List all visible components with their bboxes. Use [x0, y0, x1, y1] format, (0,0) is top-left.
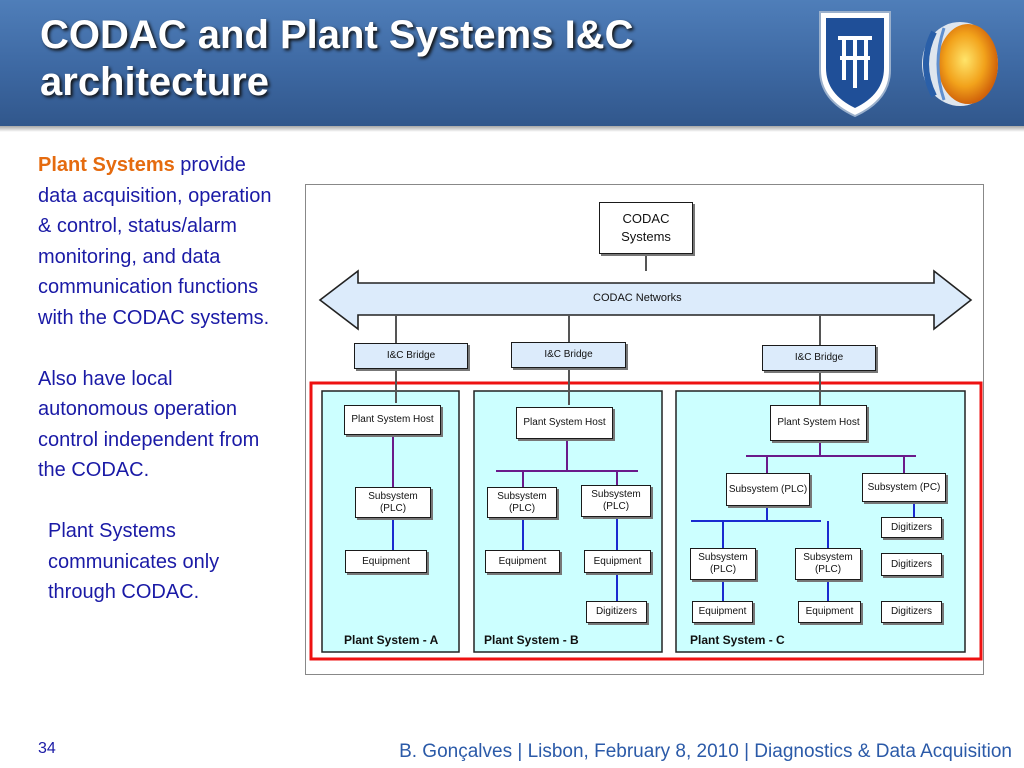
plant-b-subsystem-plc-2: Subsystem (PLC) — [581, 485, 651, 517]
paragraph-plant-systems: Plant Systems provide data acquisition, … — [38, 150, 278, 334]
plant-c-digitizers-1: Digitizers — [881, 517, 942, 538]
plant-c-equipment-1: Equipment — [692, 601, 753, 623]
paragraph-communication: Plant Systems communicates only through … — [48, 519, 220, 604]
plant-c-equipment-2: Equipment — [798, 601, 861, 623]
plant-system-a-label: Plant System - A — [344, 633, 439, 647]
title-banner: CODAC and Plant Systems I&C architecture — [0, 0, 1024, 132]
plant-a-subsystem-plc: Subsystem (PLC) — [355, 487, 431, 518]
plant-b-equipment-1: Equipment — [485, 550, 560, 573]
page-number: 34 — [38, 740, 56, 757]
ist-shield-logo — [819, 11, 891, 118]
paragraph-local-operation: Also have local autonomous operation con… — [38, 367, 260, 482]
plant-a-host: Plant System Host — [344, 405, 441, 435]
ipfn-globe-logo — [922, 22, 998, 106]
plant-c-digitizers-3: Digitizers — [881, 601, 942, 623]
footer-text: B. Gonçalves | Lisbon, February 8, 2010 … — [399, 741, 1012, 762]
plant-c-digitizers-2: Digitizers — [881, 553, 942, 576]
plant-b-digitizers: Digitizers — [586, 601, 647, 623]
plant-b-host: Plant System Host — [516, 407, 613, 439]
plant-c-subsystem-plc-3: Subsystem (PLC) — [795, 548, 861, 580]
architecture-diagram: CODAC Systems CODAC Networks I&C Bridge … — [305, 184, 984, 675]
plant-a-equipment: Equipment — [345, 550, 427, 573]
description-text: Plant Systems provide data acquisition, … — [38, 150, 278, 608]
plant-system-b-label: Plant System - B — [484, 633, 579, 647]
plant-b-subsystem-plc-1: Subsystem (PLC) — [487, 487, 557, 518]
codac-systems-box: CODAC Systems — [599, 202, 693, 254]
plant-b-equipment-2: Equipment — [584, 550, 651, 573]
plant-c-subsystem-plc: Subsystem (PLC) — [726, 473, 810, 506]
slide-title: CODAC and Plant Systems I&C architecture — [40, 13, 634, 104]
codac-networks-label: CODAC Networks — [593, 292, 682, 304]
plant-c-host: Plant System Host — [770, 405, 867, 441]
plant-c-subsystem-pc: Subsystem (PC) — [862, 473, 946, 502]
plant-system-c-label: Plant System - C — [690, 633, 785, 647]
plant-systems-highlight: Plant Systems — [38, 154, 175, 176]
ic-bridge-b: I&C Bridge — [511, 342, 626, 368]
plant-c-subsystem-plc-2: Subsystem (PLC) — [690, 548, 756, 580]
plant-systems-description: provide data acquisition, operation & co… — [38, 154, 272, 329]
ic-bridge-a: I&C Bridge — [354, 343, 468, 369]
ic-bridge-c: I&C Bridge — [762, 345, 876, 371]
